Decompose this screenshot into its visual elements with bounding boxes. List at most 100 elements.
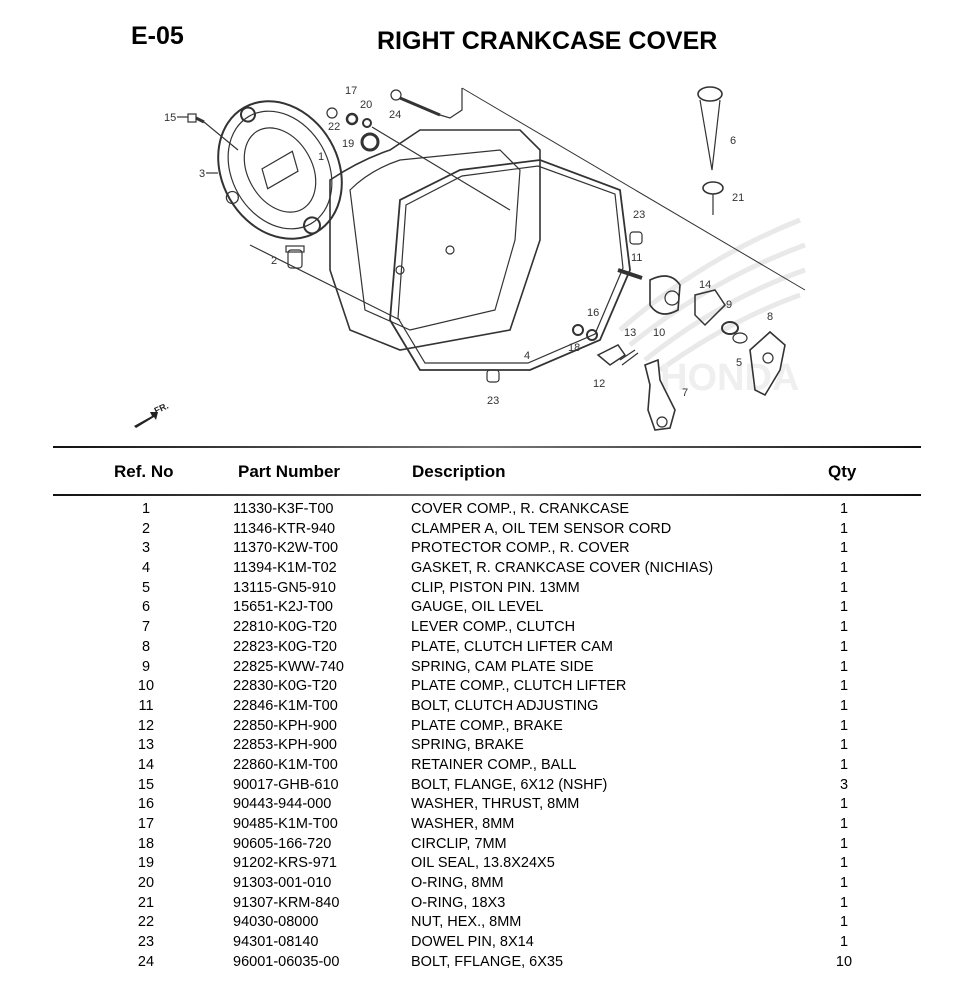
svg-text:12: 12 [593,378,605,390]
part-number-cell: 91307-KRM-840 [233,894,340,911]
ref-no-cell: 13 [137,737,155,754]
part-number-cell: 22850-KPH-900 [233,717,337,734]
description-cell: GASKET, R. CRANKCASE COVER (NICHIAS) [411,560,714,577]
ref-no-cell: 2 [141,520,151,537]
circlip-part [572,324,584,336]
qty-cell: 1 [839,599,849,616]
oil-gauge-part [697,86,724,215]
part-number-cell: 22830-K0G-T20 [233,678,337,695]
description-cell: SPRING, BRAKE [411,737,524,754]
svg-text:15: 15 [164,112,176,124]
qty-cell: 1 [839,638,849,655]
qty-cell: 1 [839,756,849,773]
part-number-cell: 91303-001-010 [233,875,332,892]
column-header-ref-no: Ref. No [114,462,174,481]
part-number-cell: 90485-K1M-T00 [233,816,338,832]
description-cell: LEVER COMP., CLUTCH [411,619,576,636]
qty-cell: 1 [839,914,849,931]
parts-table-body: 1 11330-K3F-T00 COVER COMP., R. CRANKCAS… [0,500,968,973]
brake-spring-part [619,349,639,366]
svg-text:6: 6 [730,135,736,147]
part-number-cell: 22846-K1M-T00 [233,697,338,714]
table-row: 7 22810-K0G-T20 LEVER COMP., CLUTCH 1 [0,618,968,638]
part-number-cell: 11394-K1M-T02 [233,560,337,577]
part-number-cell: 96001-06035-00 [233,953,340,970]
qty-cell: 1 [839,678,849,695]
part-number-cell: 90017-GHB-610 [233,776,339,793]
part-number-cell: 90443-944-000 [233,796,332,813]
table-row: 22 94030-08000 NUT, HEX., 8MM 1 [0,913,968,933]
svg-text:20: 20 [360,99,372,111]
svg-text:1: 1 [318,151,324,163]
svg-text:11: 11 [631,252,642,264]
thrust-washer-part [586,329,598,341]
table-row: 14 22860-K1M-T00 RETAINER COMP., BALL 1 [0,756,968,776]
svg-text:24: 24 [389,109,401,121]
qty-cell: 1 [839,894,849,911]
dowel-pin-part [629,231,643,245]
spring-part [721,321,739,335]
qty-cell: 1 [839,875,849,892]
table-row: 12 22850-KPH-900 PLATE COMP., BRAKE 1 [0,717,968,737]
qty-cell: 1 [839,855,849,872]
ref-no-cell: 24 [137,953,155,970]
part-number-cell: 22860-K1M-T00 [233,756,338,773]
qty-cell: 1 [839,501,849,517]
svg-text:16: 16 [587,307,599,319]
description-cell: GAUGE, OIL LEVEL [411,599,544,616]
svg-text:FR.: FR. [153,401,170,416]
svg-text:13: 13 [624,327,636,339]
table-row: 9 22825-KWW-740 SPRING, CAM PLATE SIDE 1 [0,658,968,678]
description-cell: COVER COMP., R. CRANKCASE [411,501,630,517]
svg-text:23: 23 [633,209,645,221]
ref-no-cell: 10 [137,678,155,695]
description-cell: PROTECTOR COMP., R. COVER [411,540,630,557]
dowel-pin-part [486,369,500,383]
brake-plate-part [596,344,627,366]
lifter-plate-part [649,275,681,315]
qty-cell: 1 [839,816,849,832]
column-header-qty: Qty [828,462,857,481]
column-header-description: Description [412,462,506,481]
qty-cell: 1 [839,934,849,951]
description-cell: NUT, HEX., 8MM [411,914,522,931]
description-cell: RETAINER COMP., BALL [411,756,577,773]
clutch-lever-part [644,358,676,431]
description-cell: BOLT, FFLANGE, 6X35 [411,953,564,970]
description-cell: DOWEL PIN, 8X14 [411,934,534,951]
description-cell: PLATE, CLUTCH LIFTER CAM [411,638,613,655]
front-direction-arrow: FR. [134,401,170,428]
ref-no-cell: 12 [137,717,155,734]
part-number-cell: 22853-KPH-900 [233,737,337,754]
ref-no-cell: 16 [137,796,155,813]
description-cell: O-RING, 18X3 [411,894,506,911]
exploded-parts-diagram: HONDA [100,70,820,440]
table-row: 21 91307-KRM-840 O-RING, 18X3 1 [0,894,968,914]
ref-no-cell: 9 [141,658,151,675]
svg-text:21: 21 [732,192,744,204]
description-cell: SPRING, CAM PLATE SIDE [411,658,594,675]
table-header-divider [53,494,921,496]
ref-no-cell: 6 [141,599,151,616]
table-row: 18 90605-166-720 CIRCLIP, 7MM 1 [0,835,968,855]
honda-wing-watermark: HONDA [618,217,806,399]
part-number-cell: 15651-K2J-T00 [233,599,333,616]
protector-part [217,100,343,240]
ref-no-cell: 17 [137,816,155,832]
part-number-cell: 94301-08140 [233,934,319,951]
table-row: 23 94301-08140 DOWEL PIN, 8X14 1 [0,933,968,953]
ref-no-cell: 14 [137,756,155,773]
table-top-divider [53,446,921,448]
table-header: Ref. No Part Number Description Qty [0,462,968,486]
table-row: 1 11330-K3F-T00 COVER COMP., R. CRANKCAS… [0,500,968,520]
description-cell: CLIP, PISTON PIN. 13MM [411,579,580,596]
qty-cell: 10 [835,953,853,970]
qty-cell: 1 [839,579,849,596]
description-cell: PLATE COMP., CLUTCH LIFTER [411,678,627,695]
crankcase-cover-part [329,129,541,351]
svg-text:9: 9 [726,299,732,311]
description-cell: CLAMPER A, OIL TEM SENSOR CORD [411,520,672,537]
part-number-cell: 22810-K0G-T20 [233,619,337,636]
section-code: E-05 [131,22,184,50]
adjusting-bolt-part [617,268,643,280]
